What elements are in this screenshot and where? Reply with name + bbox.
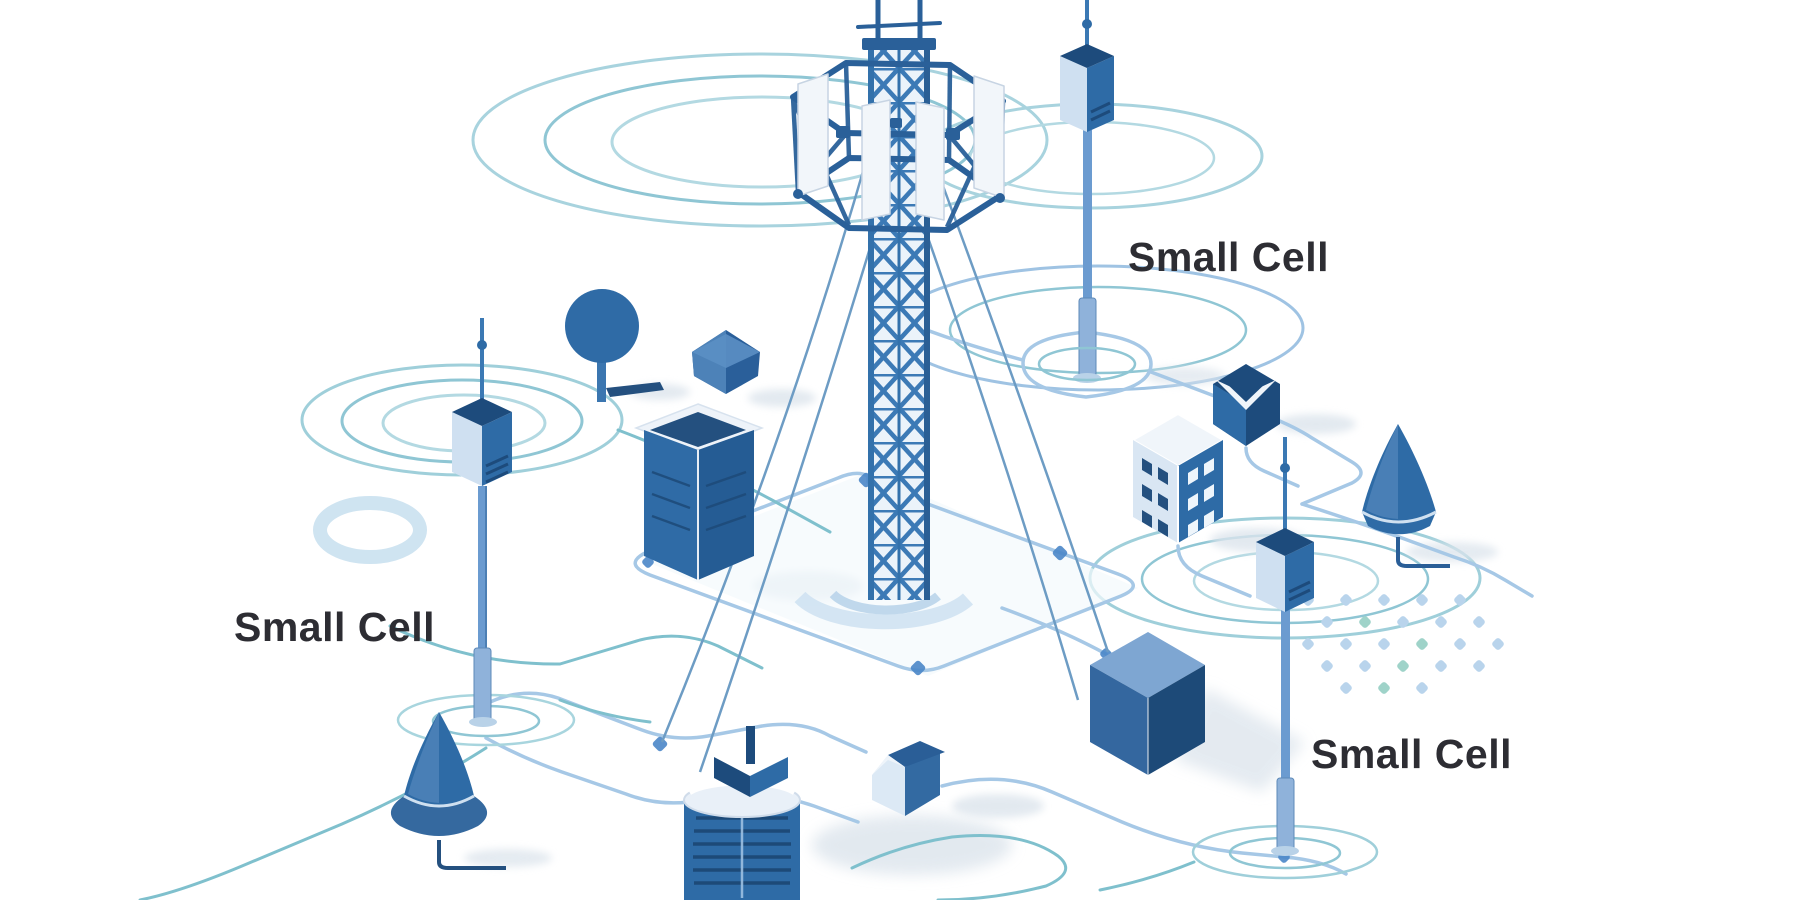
dot-grid — [1302, 594, 1504, 694]
label-small-cell-left: Small Cell — [234, 604, 435, 650]
cone-tree-right — [1361, 424, 1450, 568]
small-cell-pole-right — [1191, 437, 1379, 880]
small-cell-unit-right — [1256, 528, 1314, 612]
small-cell-unit-top-right — [1060, 44, 1114, 132]
notched-cube — [1213, 364, 1280, 446]
label-small-cell-top-right: Small Cell — [1128, 234, 1329, 280]
small-cell-pole-top-right — [1037, 0, 1137, 383]
labels: Small Cell Small Cell Small Cell — [234, 234, 1512, 777]
equipment-cabinet — [633, 403, 765, 580]
cone-tree-left — [390, 712, 506, 870]
blue-cube — [692, 330, 760, 394]
round-tree — [565, 289, 664, 402]
label-small-cell-bottom-right: Small Cell — [1311, 731, 1512, 777]
tower-top-rods — [856, 0, 942, 50]
small-cell-unit-left — [452, 398, 512, 486]
macro-cell-tower — [660, 0, 1110, 773]
house — [872, 741, 945, 816]
data-cylinder — [683, 726, 801, 900]
small-cell-pole-left — [396, 318, 576, 747]
big-cube — [1090, 632, 1205, 775]
halo-ring — [313, 496, 427, 564]
antenna-head — [790, 60, 1006, 233]
cylinder-chevron — [714, 726, 788, 797]
apartment-building — [1131, 412, 1225, 543]
tower-base-arcs — [794, 590, 974, 630]
